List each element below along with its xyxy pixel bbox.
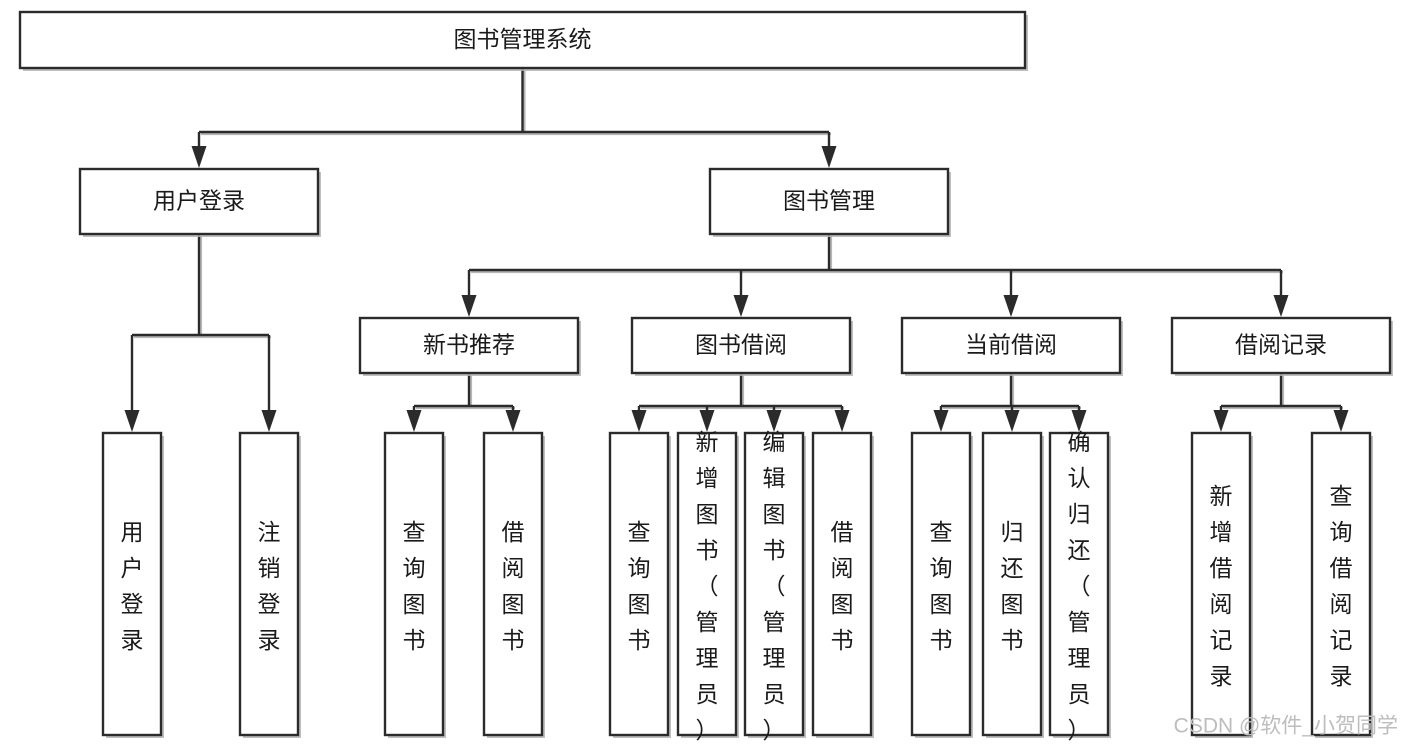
node-label: 借阅图书 <box>831 519 854 653</box>
connector-group <box>631 373 850 432</box>
node-label: 图书管理 <box>783 188 875 214</box>
node-label: 用户登录 <box>153 188 245 214</box>
node-label: 借阅图书 <box>502 519 525 653</box>
node-l-return-book[interactable]: 归还图书 <box>981 431 1044 738</box>
node-label: 查询图书 <box>930 519 953 653</box>
node-l-borrow-book-1[interactable]: 借阅图书 <box>482 431 545 738</box>
node-box[interactable] <box>910 431 972 737</box>
node-label: 编辑图书（管理员） <box>763 429 786 743</box>
node-l-add-record[interactable]: 新增借阅记录 <box>1190 431 1253 738</box>
node-box[interactable] <box>1048 431 1110 737</box>
node-box[interactable] <box>676 431 738 737</box>
node-label: 新增图书（管理员） <box>696 429 719 743</box>
connector-group <box>406 373 521 432</box>
node-label: 当前借阅 <box>965 332 1057 358</box>
node-n-book-borrow[interactable]: 图书借阅 <box>630 316 853 376</box>
node-box[interactable] <box>482 431 544 737</box>
node-l-add-book[interactable]: 新增图书（管理员） <box>676 429 739 743</box>
connector-group <box>933 373 1087 432</box>
node-box[interactable] <box>708 167 950 236</box>
node-label: 注销登录 <box>258 519 281 653</box>
node-label: 图书管理系统 <box>454 26 592 52</box>
node-l-query-record[interactable]: 查询借阅记录 <box>1310 431 1373 738</box>
node-l-user-login[interactable]: 用户登录 <box>101 431 164 738</box>
node-n-book-manage[interactable]: 图书管理 <box>708 167 951 237</box>
node-l-logout[interactable]: 注销登录 <box>238 431 301 738</box>
node-box[interactable] <box>608 431 670 737</box>
node-label: 确认归还（管理员） <box>1068 429 1091 743</box>
node-box[interactable] <box>1190 431 1252 737</box>
node-box[interactable] <box>238 431 300 737</box>
node-box[interactable] <box>18 10 1027 70</box>
connector-group <box>461 234 1289 317</box>
node-box[interactable] <box>630 316 852 375</box>
node-label: 归还图书 <box>1001 519 1024 653</box>
connector-group <box>191 68 837 168</box>
node-box[interactable] <box>981 431 1043 737</box>
node-box[interactable] <box>900 316 1122 375</box>
node-box[interactable] <box>743 431 805 737</box>
node-l-confirm-return[interactable]: 确认归还（管理员） <box>1048 429 1111 743</box>
node-n-borrow-record[interactable]: 借阅记录 <box>1170 316 1393 376</box>
node-n-new-book-rec[interactable]: 新书推荐 <box>358 316 581 376</box>
node-l-borrow-book-2[interactable]: 借阅图书 <box>811 431 874 738</box>
node-label: 查询图书 <box>403 519 426 653</box>
node-root[interactable]: 图书管理系统 <box>18 10 1028 71</box>
node-layer: 图书管理系统用户登录图书管理新书推荐图书借阅当前借阅借阅记录用户登录注销登录查询… <box>18 10 1393 743</box>
node-label: 查询借阅记录 <box>1330 483 1353 689</box>
node-n-user-login[interactable]: 用户登录 <box>78 167 321 237</box>
node-box[interactable] <box>101 431 163 737</box>
node-box[interactable] <box>383 431 445 737</box>
node-l-query-book-3[interactable]: 查询图书 <box>910 431 973 738</box>
node-l-query-book-1[interactable]: 查询图书 <box>383 431 446 738</box>
connector-layer <box>124 68 1349 432</box>
connector-group <box>124 234 277 432</box>
node-box[interactable] <box>78 167 320 236</box>
node-box[interactable] <box>1310 431 1372 737</box>
node-l-edit-book[interactable]: 编辑图书（管理员） <box>743 429 806 743</box>
node-label: 新书推荐 <box>423 332 515 358</box>
node-box[interactable] <box>811 431 873 737</box>
node-label: 新增借阅记录 <box>1210 483 1233 689</box>
node-label: 查询图书 <box>628 519 651 653</box>
node-l-query-book-2[interactable]: 查询图书 <box>608 431 671 738</box>
node-label: 用户登录 <box>121 519 144 653</box>
node-box[interactable] <box>1170 316 1392 375</box>
watermark-label: CSDN @软件_小贺同学 <box>1174 715 1398 738</box>
connector-group <box>1213 373 1349 432</box>
node-n-current-borrow[interactable]: 当前借阅 <box>900 316 1123 376</box>
node-label: 图书借阅 <box>695 332 787 358</box>
node-box[interactable] <box>358 316 580 375</box>
node-label: 借阅记录 <box>1235 332 1327 358</box>
